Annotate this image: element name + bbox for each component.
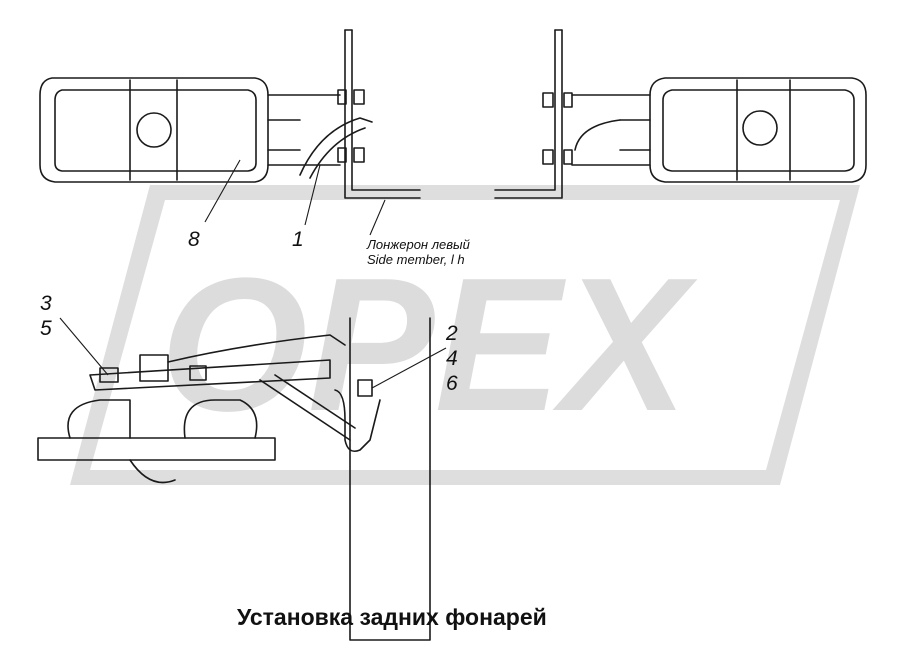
callout-8: 8: [188, 228, 200, 251]
lamp-lower-lens: [129, 459, 176, 484]
right-bolt-bottom-b: [563, 149, 573, 165]
callout-1: 1: [292, 228, 304, 251]
left-bolt-bottom-a: [337, 147, 347, 163]
right-bolt-top-b: [563, 92, 573, 108]
right-rear-lamp: [571, 77, 867, 183]
diagram-caption: Установка задних фонарей: [237, 604, 547, 630]
watermark-inner: [90, 200, 840, 470]
lamp-housing-right: [183, 399, 258, 439]
member-note-en: Side member, l h: [367, 252, 465, 267]
right-lamp-lens: [742, 110, 778, 146]
left-wire-2: [309, 127, 366, 179]
leader-1: [304, 164, 321, 226]
left-bolt-top-b: [353, 89, 365, 105]
left-rear-lamp: [39, 77, 341, 183]
callout-4: 4: [446, 347, 458, 370]
left-bracket-arms: [267, 94, 341, 166]
left-member-profile: [344, 29, 421, 199]
side-bolt-right: [189, 365, 207, 381]
left-bolt-bottom-b: [353, 147, 365, 163]
leader-8: [204, 159, 241, 223]
leader-3-5: [59, 317, 109, 376]
watermark: OPEX: [70, 185, 860, 485]
callout-5: 5: [40, 317, 52, 340]
left-wire: [299, 117, 373, 176]
right-bolt-top-a: [542, 92, 554, 108]
right-side-member: [494, 29, 621, 199]
right-bolt-bottom-a: [542, 149, 554, 165]
right-member-profile: [494, 29, 563, 199]
left-side-member: [299, 29, 421, 199]
member-note-ru: Лонжерон левый: [366, 237, 470, 252]
connector-block: [139, 354, 169, 382]
side-view-assembly: [37, 317, 431, 641]
watermark-text: OPEX: [160, 239, 698, 451]
side-bolt-left: [99, 367, 119, 383]
lamp-base-plate: [37, 437, 276, 461]
callout-3: 3: [40, 292, 52, 315]
right-lamp-inner: [662, 89, 855, 172]
left-lamp-lens: [136, 112, 172, 148]
leader-member: [369, 199, 386, 236]
left-lamp-inner: [54, 89, 257, 172]
lamp-housing-left: [67, 399, 131, 439]
harness-wire: [167, 334, 346, 363]
side-member-section: [349, 317, 431, 641]
left-lamp-outer: [39, 77, 269, 183]
support-strut: [259, 374, 356, 441]
right-lamp-outer: [649, 77, 867, 183]
right-bracket-arms: [571, 94, 651, 166]
mounting-bracket: [89, 359, 331, 391]
callout-2: 2: [445, 322, 458, 345]
u-clamp: [334, 389, 381, 453]
left-bolt-top-a: [337, 89, 347, 105]
right-wire: [574, 119, 621, 151]
callout-6: 6: [446, 372, 458, 395]
leader-2-4-6: [371, 347, 447, 389]
